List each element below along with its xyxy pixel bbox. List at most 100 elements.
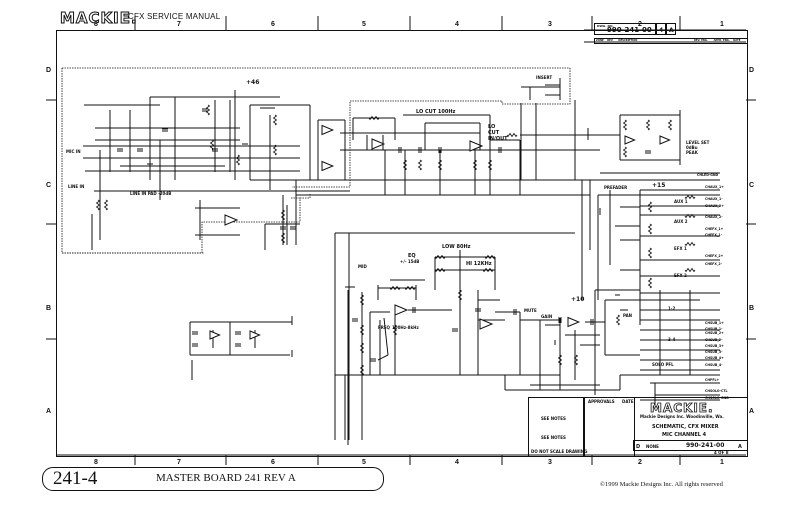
resistor-icon: [484, 254, 496, 260]
output-connector: CHSUB_4-: [705, 363, 723, 367]
date-header: DATE: [622, 399, 634, 404]
resistor-icon: [667, 119, 673, 131]
dashed-boundary: [61, 68, 204, 254]
column-label-bottom: 8: [94, 459, 98, 466]
op-amp-icon: [209, 330, 221, 340]
label-lo-cut-in-out: LO CUT IN/OUT: [488, 124, 508, 142]
op-amp-icon: [321, 160, 335, 172]
resistor-icon: [417, 159, 423, 171]
label-supply-15: +15: [652, 182, 666, 189]
output-connector: CHSUB_1+: [705, 321, 724, 325]
label-prefader: PREFADER: [604, 185, 628, 190]
output-connector: CHPFL+: [705, 378, 720, 382]
output-connector: CHEFX_1+: [705, 227, 724, 231]
note-2: SEE NOTES: [541, 435, 566, 440]
label-hi: HI 12KHz: [466, 261, 492, 267]
label-line-in: LINE IN: [68, 184, 85, 189]
op-amp-icon: [624, 135, 636, 145]
label-mute: MUTE: [524, 308, 537, 313]
resistor-icon: [434, 254, 446, 260]
label-lo-cut: LO CUT 100Hz: [416, 109, 456, 115]
note-1: SEE NOTES: [541, 416, 566, 421]
resistor-icon: [615, 314, 621, 326]
resistor-icon: [272, 114, 278, 126]
resistor-icon: [622, 146, 628, 158]
approvals-box: APPROVALS DATE: [583, 397, 635, 457]
column-label-bottom: 3: [548, 459, 552, 466]
revision-column-header: DATE: [733, 39, 741, 42]
label-efx1: EFX 1: [674, 246, 687, 251]
row-label-right: C: [749, 182, 755, 189]
drawing-title-2: MIC CHANNEL 4: [662, 432, 707, 438]
manual-title: CFX SERVICE MANUAL: [128, 12, 221, 21]
sheet-number: 241-4: [53, 468, 98, 489]
label-low: LOW 80Hz: [442, 244, 471, 250]
resistor-icon: [205, 104, 211, 116]
output-connector: CHAUX_2+: [705, 204, 724, 208]
approvals-header: APPROVALS: [588, 399, 615, 404]
op-amp-icon: [224, 214, 239, 226]
op-amp-icon: [659, 135, 671, 145]
label-freq-range: 100Hz-8kHz: [392, 325, 419, 330]
resistor-icon: [506, 132, 518, 138]
copyright: ©1999 Mackie Designs Inc. All rights res…: [600, 481, 723, 488]
label-line-pad: LINE IN PAD -20dB: [130, 191, 172, 196]
column-label-top: 7: [177, 21, 181, 28]
resistor-icon: [645, 119, 651, 131]
op-amp-icon: [394, 304, 409, 316]
revision-column-header: APPR. ENG.: [713, 39, 730, 42]
resistor-icon: [359, 342, 365, 354]
row-label-left: A: [46, 408, 52, 415]
resistor-icon: [573, 354, 579, 366]
notes-box: SEE NOTES SEE NOTES DO NOT SCALE DRAWING: [528, 397, 588, 457]
label-mid: MID: [358, 264, 367, 269]
op-amp-icon: [249, 330, 261, 340]
resistor-icon: [684, 267, 696, 273]
output-connector: CHSUB_2+: [705, 331, 724, 335]
note-3: DO NOT SCALE DRAWING: [531, 449, 588, 454]
output-connector: CHEFX_2-: [705, 262, 722, 266]
output-connector: CHSUB_1-: [705, 327, 723, 331]
revision-column-header: REV. ENG.: [694, 39, 708, 42]
resistor-icon: [280, 209, 286, 221]
dashed-boundary: [62, 198, 301, 254]
label-aux2: AUX 2: [674, 219, 688, 224]
resistor-icon: [404, 285, 416, 291]
label-pan: PAN: [623, 313, 633, 318]
column-label-bottom: 5: [362, 459, 366, 466]
label-level-set: LEVEL SET 0dBu PEAK: [686, 140, 710, 155]
resistor-icon: [434, 267, 446, 273]
op-amp-icon: [567, 316, 581, 328]
resistor-icon: [647, 223, 653, 235]
column-label-top: 1: [720, 21, 724, 28]
resistor-icon: [235, 154, 241, 166]
output-connector: CHAUX_1-: [705, 197, 723, 201]
op-amp-icon: [479, 318, 494, 330]
row-label-right: B: [749, 305, 755, 312]
column-label-top: 8: [94, 21, 98, 28]
op-amp-icon: [321, 124, 335, 136]
label-bus12: 1-2: [668, 306, 676, 311]
resistor-icon: [392, 324, 398, 336]
label-supply-10: +10: [571, 296, 585, 303]
dashed-boundary: [292, 68, 571, 188]
drawing-title-1: SCHEMATIC, CFX MIXER: [652, 424, 719, 430]
title-block-logo: MACKIE.: [650, 401, 714, 416]
scale-value: NONE: [646, 444, 659, 449]
output-connector: CHSUB_3-: [705, 350, 723, 354]
output-connector: CHSUB_2-: [705, 338, 723, 342]
resistor-icon: [647, 277, 653, 289]
resistor-icon: [359, 324, 365, 336]
label-eq-range: +/- 15dB: [400, 259, 420, 264]
resistor-icon: [684, 194, 696, 200]
column-label-bottom: 2: [638, 459, 642, 466]
company-name: Mackie Designs Inc. Woodinville, Wa.: [640, 414, 724, 419]
resistor-icon: [359, 364, 365, 376]
revision-column-header: DESCRIPTION: [618, 39, 638, 42]
row-label-right: A: [749, 408, 755, 415]
resistor-icon: [684, 241, 696, 247]
column-label-top: 6: [271, 21, 275, 28]
resistor-icon: [389, 285, 401, 291]
resistor-icon: [557, 354, 563, 366]
